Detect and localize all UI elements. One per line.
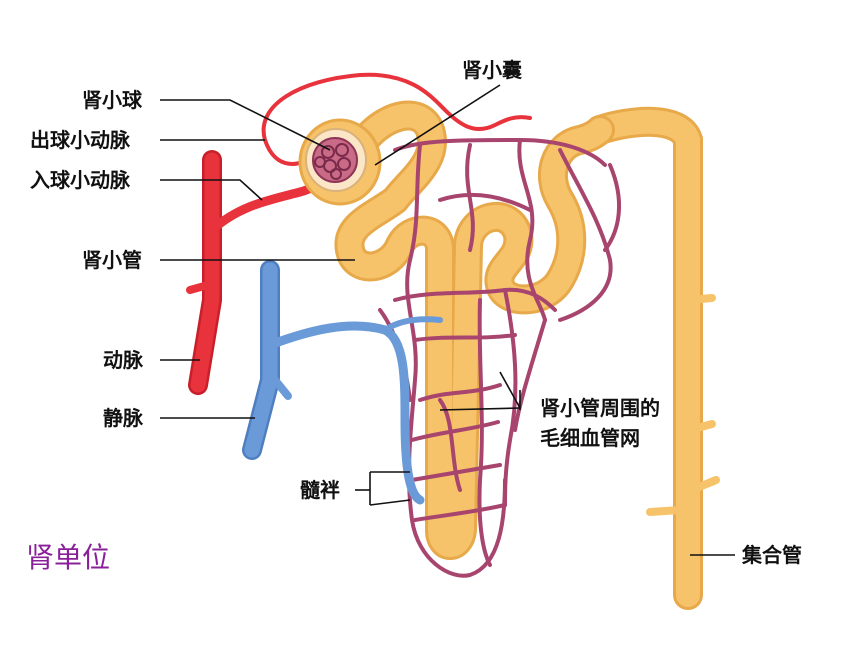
figure-title: 肾单位 [26, 541, 111, 574]
label-renal-tubule: 肾小管 [82, 248, 142, 272]
leader-lines [160, 84, 735, 556]
label-afferent-arteriole: 入球小动脉 [30, 168, 130, 192]
glomerulus [312, 137, 358, 183]
vein [242, 260, 443, 505]
label-loop-of-henle: 髓袢 [300, 478, 340, 502]
label-efferent-arteriole: 出球小动脉 [30, 128, 130, 152]
label-collecting-duct: 集合管 [742, 543, 802, 567]
renal-tubule [334, 100, 615, 560]
label-renal-capsule: 肾小囊 [462, 58, 522, 82]
label-vein: 静脉 [103, 406, 143, 430]
label-glomerulus: 肾小球 [82, 88, 142, 112]
label-artery: 动脉 [103, 348, 143, 372]
peritubular-capillaries [378, 138, 622, 578]
label-peritubular-line1: 肾小管周围的 [540, 396, 660, 420]
label-peritubular-line2: 毛细血管网 [540, 426, 640, 450]
